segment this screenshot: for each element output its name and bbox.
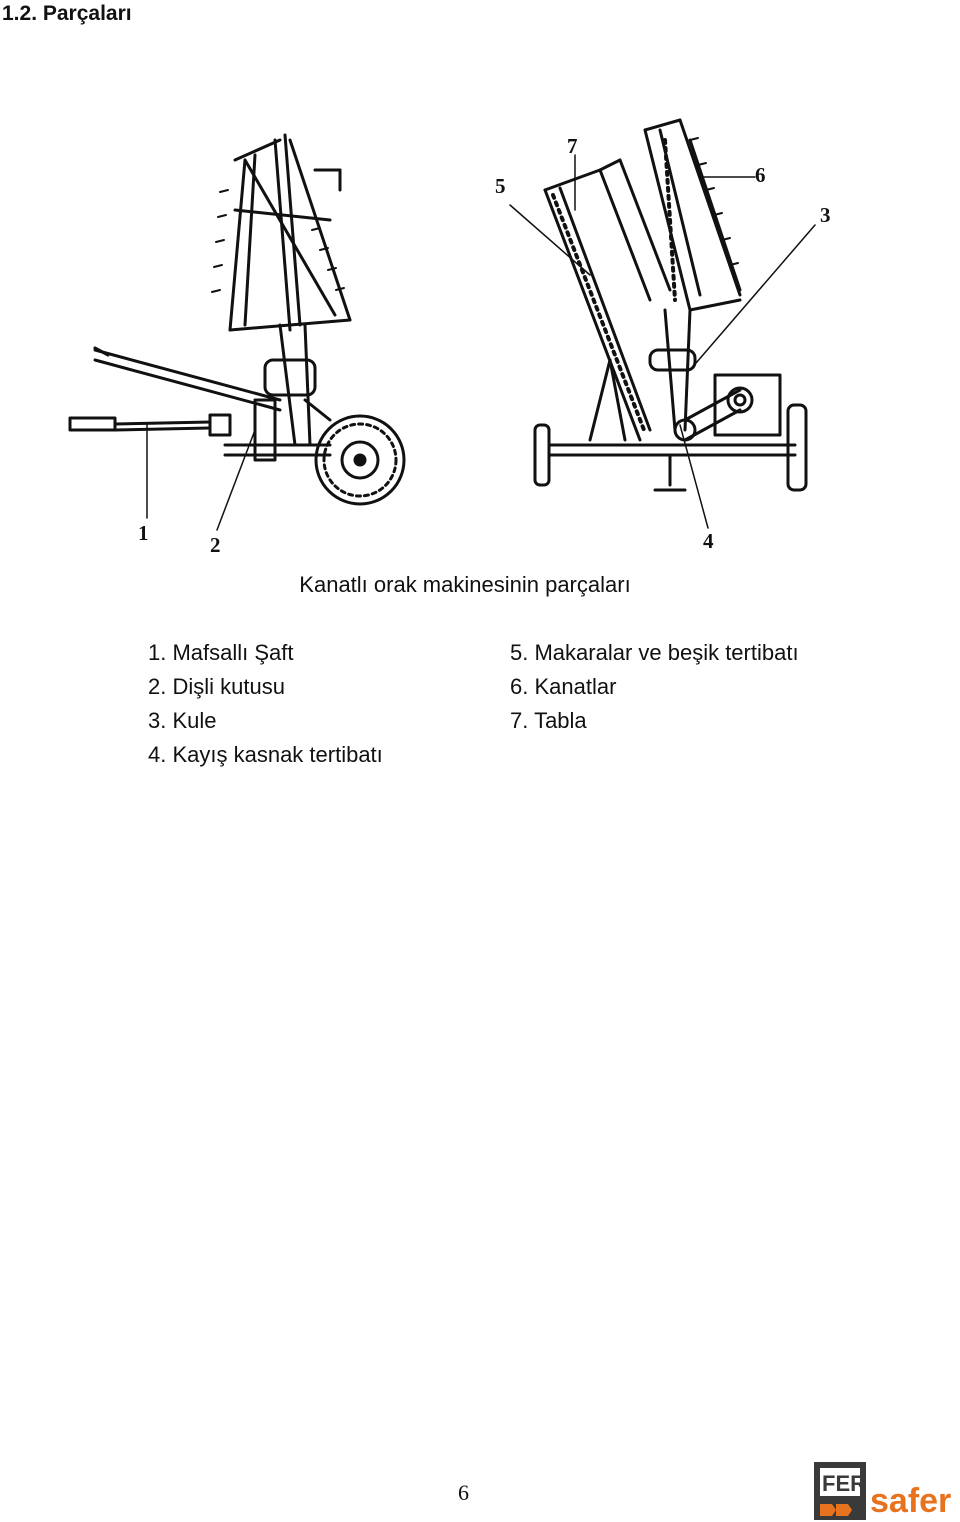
page-number: 6: [458, 1480, 469, 1505]
callout-2: 2: [210, 533, 221, 557]
part-item: 5. Makaralar ve beşik tertibatı: [510, 640, 799, 665]
part-item: 3. Kule: [148, 708, 217, 733]
safer-logo: FER safer: [814, 1462, 951, 1520]
right-machine-drawing: [533, 118, 808, 492]
callout-7: 7: [567, 134, 578, 158]
parts-list-right: 5. Makaralar ve beşik tertibatı 6. Kanat…: [510, 636, 799, 738]
part-item: 2. Dişli kutusu: [148, 674, 285, 699]
figure-caption: Kanatlı orak makinesinin parçaları: [299, 572, 631, 597]
parts-list-left: 1. Mafsallı Şaft 2. Dişli kutusu 3. Kule…: [148, 636, 383, 772]
callout-4: 4: [703, 529, 714, 553]
left-machine-drawing: [68, 133, 406, 506]
section-heading: 1.2. Parçaları: [2, 2, 132, 25]
part-item: 4. Kayış kasnak tertibatı: [148, 742, 383, 767]
callout-3: 3: [820, 203, 831, 227]
reaper-parts-figure: 1 2 4 5 7 6 3: [68, 118, 831, 557]
svg-text:FER: FER: [822, 1471, 866, 1496]
logo-wordmark: safer: [870, 1482, 951, 1520]
callout-6: 6: [755, 163, 766, 187]
callout-5: 5: [495, 174, 506, 198]
part-item: 1. Mafsallı Şaft: [148, 640, 294, 665]
part-item: 6. Kanatlar: [510, 674, 617, 699]
callout-1: 1: [138, 521, 149, 545]
part-item: 7. Tabla: [510, 708, 587, 733]
